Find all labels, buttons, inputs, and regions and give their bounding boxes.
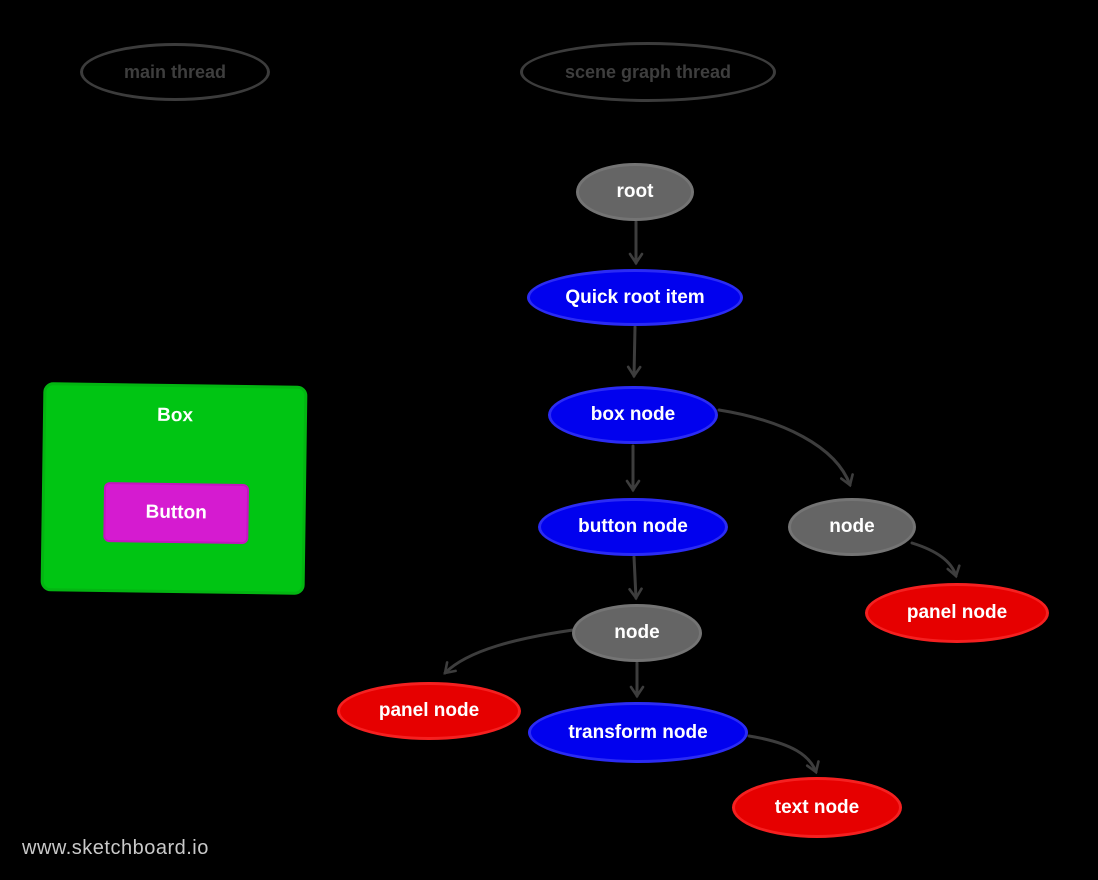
box-label: Box [156,404,194,427]
edge-box-node-to-node-right[interactable] [717,408,854,488]
node-label: panel node [906,602,1008,623]
edge-transform-node-to-text-node[interactable] [747,734,820,775]
node-panel-node-left[interactable]: panel node [337,682,521,740]
sketchboard-watermark: www.sketchboard.io [22,837,209,859]
node-label: node [829,516,875,537]
edge-button-node-to-node-mid[interactable] [628,555,643,601]
thread-label-scene-graph: scene graph thread [564,61,732,82]
node-anon-mid[interactable]: node [572,604,702,662]
edge-quick-root-item-to-box-node[interactable] [626,325,642,379]
button-shape[interactable]: Button [103,482,250,545]
node-label: panel node [378,700,480,721]
node-transform-node[interactable]: transform node [528,702,748,763]
node-text-node[interactable]: text node [732,777,902,838]
button-label: Button [145,501,207,524]
node-label: button node [578,516,688,537]
node-label: root [616,181,654,202]
edge-node-mid-to-panel-node-left[interactable] [443,628,575,675]
node-label: Quick root item [565,286,705,308]
thread-ellipse-scene-graph[interactable]: scene graph thread [520,42,776,102]
node-label: text node [774,796,860,818]
node-root[interactable]: root [576,163,694,221]
thread-ellipse-main[interactable]: main thread [80,43,270,101]
node-button-node[interactable]: button node [538,498,728,556]
node-label: box node [590,404,676,425]
node-box-node[interactable]: box node [548,386,718,444]
node-label: transform node [568,721,708,743]
node-anon-right[interactable]: node [788,498,916,556]
thread-label-main: main thread [123,61,227,82]
node-label: node [614,622,660,643]
box-shape[interactable]: Box Button [40,382,308,595]
edge-node-right-to-panel-node-right[interactable] [910,541,961,579]
node-panel-node-right[interactable]: panel node [865,583,1049,643]
node-quick-root-item[interactable]: Quick root item [527,269,743,326]
